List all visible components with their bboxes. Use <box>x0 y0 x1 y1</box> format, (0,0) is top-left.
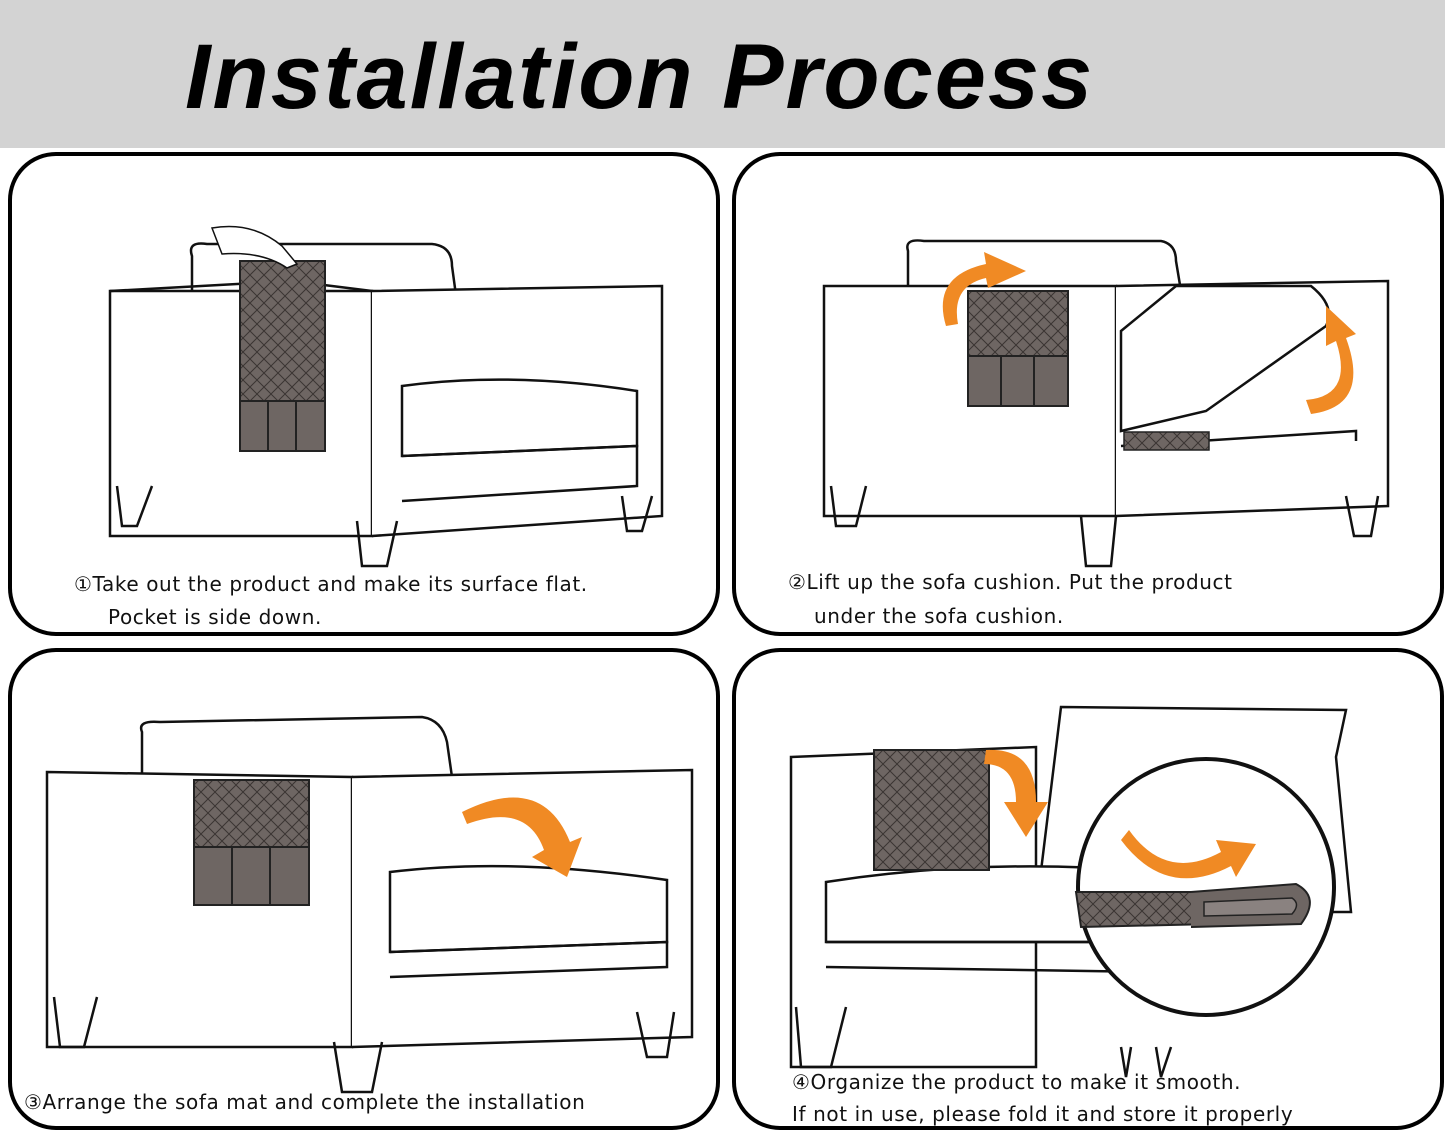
header-banner: Installation Process <box>0 0 1445 148</box>
armchair-with-organizer-illustration <box>108 225 664 568</box>
step-3-panel: ③Arrange the sofa mat and complete the i… <box>8 648 720 1130</box>
page-title: Installation Process <box>185 26 1095 128</box>
step-3-caption-line-1: ③Arrange the sofa mat and complete the i… <box>24 1090 586 1114</box>
lift-arrow-icon <box>1306 306 1356 414</box>
curved-arrow-icon <box>462 797 582 877</box>
step-2-caption-line-1: ②Lift up the sofa cushion. Put the produ… <box>788 570 1233 594</box>
curved-arrow-icon <box>984 749 1048 837</box>
zoom-detail-circle <box>1076 757 1336 1017</box>
armchair-smooth-product-illustration <box>789 705 1353 1078</box>
rotate-arrow-icon <box>942 252 1026 326</box>
step-1-panel: ①Take out the product and make its surfa… <box>8 152 720 636</box>
step-1-caption-line-1: ①Take out the product and make its surfa… <box>74 572 588 596</box>
step-2-panel: ②Lift up the sofa cushion. Put the produ… <box>732 152 1444 636</box>
armchair-arranged-mat-illustration <box>45 715 694 1094</box>
step-4-panel: ④Organize the product to make it smooth.… <box>732 648 1444 1130</box>
step-1-caption-line-2: Pocket is side down. <box>108 605 322 629</box>
step-4-caption-line-2: If not in use, please fold it and store … <box>792 1102 1294 1126</box>
step-2-caption-line-2: under the sofa cushion. <box>814 604 1064 628</box>
armchair-lifted-cushion-illustration <box>822 239 1390 568</box>
fold-arrow-icon <box>1121 830 1256 879</box>
step-4-caption-line-1: ④Organize the product to make it smooth. <box>792 1070 1242 1094</box>
